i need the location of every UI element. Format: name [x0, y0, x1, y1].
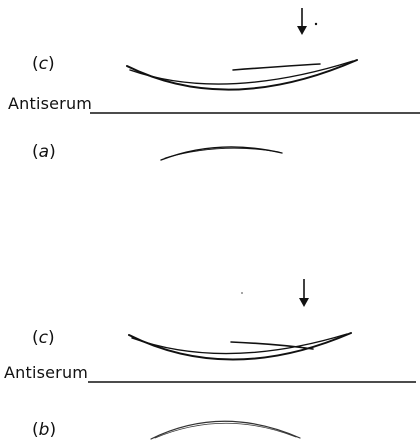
well-label-c-top: (c) [32, 56, 55, 73]
precipitin-arc-a [161, 147, 282, 160]
antiserum-label-bottom: Antiserum [4, 365, 88, 381]
well-label-b: (b) [32, 422, 56, 439]
antiserum-label-top: Antiserum [8, 96, 92, 112]
speck-dot [315, 23, 317, 25]
precipitin-arcs-c-top [127, 60, 357, 90]
precipitin-arc-b [151, 421, 300, 439]
precipitin-arcs-c-bottom [129, 333, 351, 360]
well-label-a: (a) [32, 144, 56, 161]
speck-dot [241, 292, 243, 294]
down-arrow-icon [299, 279, 309, 307]
down-arrow-icon [297, 8, 307, 35]
well-label-c-bottom: (c) [32, 330, 55, 347]
